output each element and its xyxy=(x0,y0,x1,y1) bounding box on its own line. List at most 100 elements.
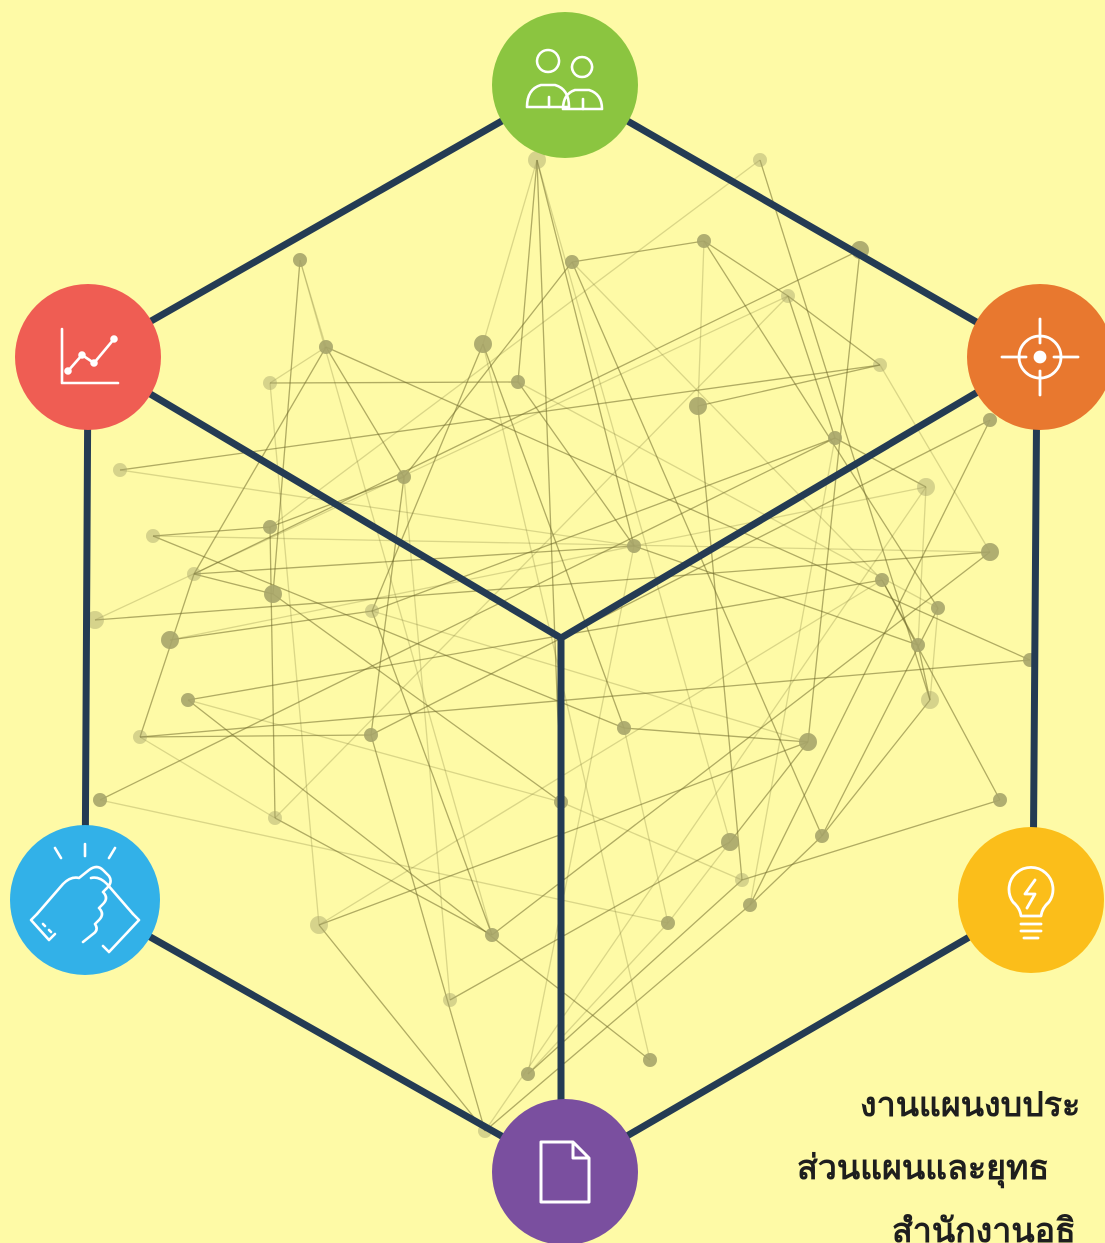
network-line xyxy=(194,574,273,594)
network-line xyxy=(319,580,882,925)
network-line xyxy=(372,611,492,935)
network-line xyxy=(95,552,990,620)
network-node xyxy=(815,829,829,843)
network-node xyxy=(917,478,935,496)
network-line xyxy=(275,296,788,818)
network-node xyxy=(993,793,1007,807)
network-line xyxy=(704,241,938,608)
network-node xyxy=(627,539,641,553)
network-line xyxy=(140,737,275,818)
network-node xyxy=(875,573,889,587)
network-line xyxy=(270,347,326,383)
network-node xyxy=(113,463,127,477)
network-line xyxy=(750,420,990,905)
network-line xyxy=(624,728,668,923)
network-node xyxy=(753,153,767,167)
network-node xyxy=(911,638,925,652)
node-lower-right[interactable] xyxy=(958,827,1104,973)
network-line xyxy=(788,296,880,365)
network-line xyxy=(153,527,270,536)
network-node xyxy=(873,358,887,372)
network-node xyxy=(264,585,282,603)
network-node xyxy=(828,431,842,445)
node-top[interactable] xyxy=(492,12,638,158)
network-line xyxy=(561,802,742,880)
network-node xyxy=(799,733,817,751)
network-node xyxy=(293,253,307,267)
network-node xyxy=(93,793,107,807)
network-node xyxy=(921,691,939,709)
network-node xyxy=(565,255,579,269)
network-node xyxy=(697,234,711,248)
network-node xyxy=(781,289,795,303)
network-line xyxy=(485,905,750,1131)
network-line xyxy=(450,842,730,1000)
network-line xyxy=(100,438,835,800)
network-line xyxy=(537,160,561,802)
network-line xyxy=(120,470,634,546)
network-node xyxy=(146,529,160,543)
network-line xyxy=(518,382,938,608)
network-line xyxy=(668,842,730,923)
caption-line-2: ส่วนแผนและยุทธ xyxy=(797,1145,1049,1191)
network-node xyxy=(443,993,457,1007)
network-line xyxy=(326,347,404,477)
node-upper-left[interactable] xyxy=(15,284,161,430)
network-line xyxy=(742,800,1000,880)
network-line xyxy=(698,365,880,406)
network-node xyxy=(735,873,749,887)
network-line xyxy=(326,347,1030,660)
network-node xyxy=(931,601,945,615)
network-line xyxy=(528,923,668,1074)
network-node xyxy=(511,375,525,389)
network-node xyxy=(263,376,277,390)
network-node xyxy=(981,543,999,561)
network-node xyxy=(268,811,282,825)
network-node xyxy=(485,928,499,942)
network-line xyxy=(704,241,788,296)
node-bottom[interactable] xyxy=(492,1099,638,1243)
caption-line-1: งานแผนงบประ xyxy=(860,1082,1080,1128)
network-node xyxy=(364,728,378,742)
network-line xyxy=(270,382,518,383)
network-node xyxy=(365,604,379,618)
network-line xyxy=(485,487,926,1131)
network-line xyxy=(140,735,371,737)
network-node xyxy=(661,916,675,930)
network-line xyxy=(188,700,561,802)
caption-line-3: สำนักงานอธิ xyxy=(892,1208,1076,1243)
network-node xyxy=(397,470,411,484)
network-line xyxy=(788,296,835,438)
network-node xyxy=(521,1067,535,1081)
network-line xyxy=(822,700,930,836)
network-line xyxy=(188,700,650,1060)
network-line xyxy=(100,800,668,923)
network-line xyxy=(572,262,882,580)
network-line xyxy=(698,241,704,406)
network-node xyxy=(643,1053,657,1067)
network-node xyxy=(319,340,333,354)
network-node xyxy=(263,520,277,534)
network-line xyxy=(537,160,634,546)
network-node xyxy=(689,397,707,415)
network-node xyxy=(133,730,147,744)
network-node xyxy=(721,833,739,851)
network-line xyxy=(140,574,194,737)
network-line xyxy=(918,487,926,645)
network-node xyxy=(181,693,195,707)
network-line xyxy=(275,818,492,935)
node-lower-left[interactable] xyxy=(10,825,160,975)
network-line xyxy=(270,383,319,925)
network-node xyxy=(743,898,757,912)
network-line xyxy=(319,925,485,1131)
network-node xyxy=(161,631,179,649)
network-node xyxy=(187,567,201,581)
network-line xyxy=(808,250,860,742)
node-upper-right[interactable] xyxy=(967,284,1105,430)
network-node xyxy=(310,916,328,934)
network-node xyxy=(474,335,492,353)
network-node xyxy=(617,721,631,735)
network-node xyxy=(983,413,997,427)
